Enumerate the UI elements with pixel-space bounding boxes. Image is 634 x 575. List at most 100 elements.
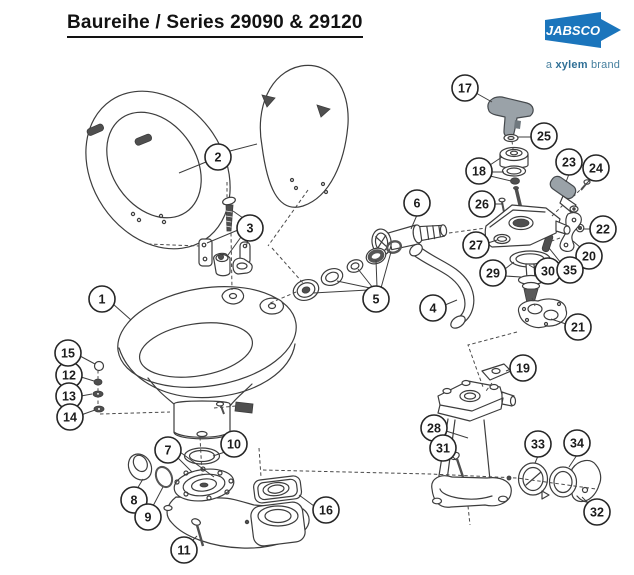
callout-33-label: 33 (531, 438, 545, 452)
pump-top-housing-drawing (484, 204, 571, 248)
oring-drawing (154, 465, 174, 489)
callout-23-label: 23 (562, 156, 576, 170)
drain-cap-drawing (127, 453, 153, 481)
callout-6-label: 6 (414, 197, 421, 211)
callout-33: 33 (524, 430, 552, 458)
callout-2-label: 2 (215, 151, 222, 165)
callout-15-label: 15 (61, 347, 75, 361)
callout-4: 4 (419, 294, 447, 322)
callout-10-label: 10 (227, 438, 241, 452)
callout-16-label: 16 (319, 504, 333, 518)
callout-22: 22 (589, 215, 617, 243)
callout-24: 24 (582, 154, 610, 182)
callout-7-label: 7 (165, 444, 172, 458)
seal-kit-drawing (292, 240, 403, 301)
callout-24-label: 24 (589, 162, 603, 176)
base-bolt-drawing (191, 518, 205, 547)
seat-bumper (86, 123, 104, 136)
callout-13-label: 13 (62, 390, 76, 404)
seat-ring-drawing (85, 90, 231, 250)
callout-13: 13 (55, 382, 83, 410)
callout-31: 31 (429, 434, 457, 462)
handle-washer-drawing (503, 133, 519, 143)
callout-7: 7 (154, 436, 182, 464)
callout-25: 25 (530, 122, 558, 150)
callout-3-label: 3 (247, 222, 254, 236)
base-gasket-drawing (253, 475, 303, 504)
logo-flag-shape (545, 12, 621, 48)
callout-19-label: 19 (516, 362, 530, 376)
callout-30: 30 (534, 257, 562, 285)
callout-35-label: 35 (563, 264, 577, 278)
callout-14-label: 14 (63, 411, 77, 425)
callout-26-label: 26 (475, 198, 489, 212)
tagline-brand: xylem (555, 59, 588, 71)
callout-4-label: 4 (430, 302, 437, 316)
callout-32: 32 (583, 498, 611, 526)
callout-34: 34 (563, 429, 591, 457)
callout-29-label: 29 (486, 267, 500, 281)
wedge-plate-drawing (481, 363, 512, 381)
callout-15: 15 (54, 339, 82, 367)
callout-27-label: 27 (469, 239, 483, 253)
callout-30-label: 30 (541, 265, 555, 279)
callout-1: 1 (88, 285, 116, 313)
callout-11-label: 11 (177, 544, 190, 558)
jabsco-logo: JABSCO a xylem brand (540, 10, 626, 71)
valve-gasket-drawing (517, 298, 568, 329)
toilet-bowl-drawing (117, 285, 297, 440)
callout-5-label: 5 (373, 293, 380, 307)
callout-22-label: 22 (596, 223, 610, 237)
tagline-prefix: a (545, 59, 553, 71)
callout-34-label: 34 (570, 437, 584, 451)
callout-19: 19 (509, 354, 537, 382)
mount-fasteners-drawing (92, 360, 105, 413)
callout-27: 27 (462, 231, 490, 259)
outlet-elbow-drawing (548, 459, 602, 503)
callout-11: 11 (170, 536, 198, 564)
callout-8-label: 8 (131, 494, 138, 508)
tagline-suffix: brand (590, 59, 621, 71)
lid-drawing (259, 64, 349, 208)
lid-bumper (316, 104, 331, 118)
logo-tagline: a xylem brand (540, 59, 626, 71)
callout-18: 18 (465, 157, 493, 185)
hinge-hardware-drawing (198, 196, 253, 277)
pump-bearing-seal-drawing (499, 146, 529, 185)
callout-18-label: 18 (472, 165, 486, 179)
callout-9: 9 (134, 503, 162, 531)
callout-28-label: 28 (427, 422, 441, 436)
callout-35: 35 (556, 256, 584, 284)
callout-29: 29 (479, 259, 507, 287)
callout-14: 14 (56, 403, 84, 431)
callout-21: 21 (564, 313, 592, 341)
pump-body-drawing (431, 379, 517, 508)
logo-brand-text: JABSCO (546, 23, 600, 38)
callout-5: 5 (362, 285, 390, 313)
callout-16: 16 (312, 496, 340, 524)
pump-handle-drawing (487, 96, 534, 138)
callout-17-label: 17 (458, 82, 472, 96)
callout-23: 23 (555, 148, 583, 176)
callout-12-label: 12 (62, 369, 76, 383)
callout-leader-lines (79, 92, 593, 543)
seat-bumper (134, 133, 153, 146)
assembly-dashed-lines (97, 140, 597, 526)
lid-bumper (261, 94, 276, 108)
callout-17: 17 (451, 74, 479, 102)
callout-1-label: 1 (99, 293, 106, 307)
callout-26: 26 (468, 190, 496, 218)
page-title: Baureihe / Series 29090 & 29120 (67, 12, 363, 38)
callout-20-label: 20 (582, 250, 596, 264)
joker-valve-drawing (517, 462, 550, 500)
discharge-hose-drawing (409, 243, 475, 329)
callout-10: 10 (220, 430, 248, 458)
callout-31-label: 31 (436, 442, 450, 456)
callout-25-label: 25 (537, 130, 551, 144)
callout-9-label: 9 (145, 511, 152, 525)
callout-32-label: 32 (590, 506, 604, 520)
callout-6: 6 (403, 189, 431, 217)
lever-clip-drawing (549, 175, 579, 213)
